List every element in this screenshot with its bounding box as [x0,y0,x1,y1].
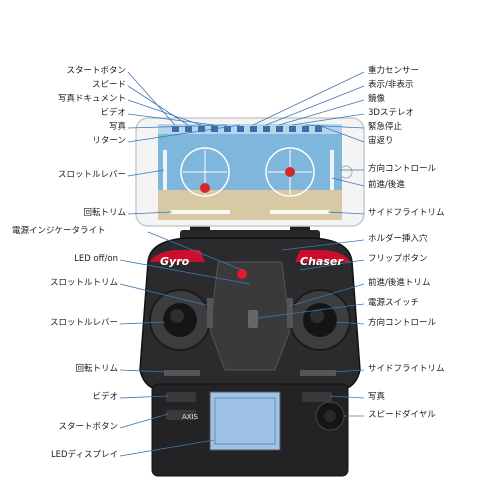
phone-home-button [339,165,353,179]
label-direction-control-bottom: 方向コントロール [368,318,437,328]
label-flip-button: フリップボタン [368,254,428,264]
label-show-hide: 表示/非表示 [368,80,414,90]
throttle-stick-cap [170,309,184,323]
label-photo-bottom: 写真 [368,392,386,402]
side-trim-slider[interactable] [300,370,336,376]
label-direction-control-top: 方向コントロール [368,164,437,174]
lcd-brand-text: AXIS [182,413,199,421]
return-icon[interactable] [237,126,244,132]
label-power-indicator-light: 電源インジケータライト [12,226,106,236]
stereo-3d-icon[interactable] [289,126,296,132]
label-led-display: LEDディスプレイ [50,450,118,460]
label-throttle-lever-bottom: スロットルレバー [49,318,118,328]
fb-trim-slider[interactable] [287,298,293,328]
label-stereo-3d: 3Dステレオ [368,108,414,118]
virtual-throttle-trim[interactable] [163,150,167,190]
red-accent-right [295,250,350,262]
power-led [237,269,247,279]
virtual-throttle-ring [180,147,230,197]
photo-doc-icon[interactable] [198,126,205,132]
virtual-throttle-knob[interactable] [200,183,210,193]
photo-icon[interactable] [224,126,231,132]
label-side-fly-trim-bottom: サイドフライトリム [368,364,445,374]
rotation-trim-slider[interactable] [164,370,200,376]
brand-left-text: Gyro [160,255,190,268]
start-icon[interactable] [172,126,179,132]
photo-button[interactable] [302,392,332,402]
label-speed: スピード [91,80,126,90]
virtual-rotation-trim[interactable] [170,210,230,214]
lcd-display [209,391,281,451]
label-throttle-lever-top: スロットルレバー [57,170,126,180]
label-start-button-top: スタートボタン [66,66,126,76]
label-rotation-trim-bottom: 回転トリム [75,364,118,374]
speed-icon[interactable] [185,126,192,132]
label-photo-document: 写真ドキュメント [57,94,126,104]
label-mirror: 鏡像 [368,94,386,104]
lcd-frame [214,397,276,445]
label-emergency-stop: 緊急停止 [368,122,403,132]
label-gravity-sensor: 重力センサー [368,66,420,76]
virtual-direction-knob[interactable] [285,167,295,177]
start-button[interactable] [166,410,196,420]
label-throttle-trim: スロットルトリム [49,278,118,288]
label-led-onoff: LED off/on [74,254,118,264]
show-hide-icon[interactable] [263,126,270,132]
label-return: リターン [92,136,126,146]
label-power-switch: 電源スイッチ [368,298,420,308]
label-video-top: ビデオ [100,108,126,118]
label-speed-dial: スピードダイヤル [368,410,436,420]
video-button[interactable] [166,392,196,402]
label-forward-backward-top: 前進/後進 [368,180,405,190]
label-video-bottom: ビデオ [92,392,118,402]
label-flip-top: 宙返り [368,136,394,146]
label-holder-slot: ホルダー挿入穴 [368,234,428,244]
power-switch[interactable] [248,310,258,328]
virtual-fb-trim[interactable] [330,150,334,190]
virtual-side-trim[interactable] [270,210,330,214]
direction-stick-cap [310,309,324,323]
throttle-trim-slider[interactable] [207,298,213,328]
speed-dial-center [324,410,336,422]
red-accent-left [150,250,205,262]
mirror-icon[interactable] [276,126,283,132]
label-start-button-bottom: スタートボタン [58,422,118,432]
virtual-direction-ring [265,147,315,197]
gravity-sensor-icon[interactable] [250,126,257,132]
screen-sand [158,190,342,220]
label-photo-top: 写真 [108,122,126,132]
label-side-fly-trim-top: サイドフライトリム [368,208,445,218]
brand-right-text: Chaser [300,255,343,268]
emergency-stop-icon[interactable] [302,126,309,132]
label-forward-backward-trim: 前進/後進トリム [368,278,431,288]
label-rotation-trim-top: 回転トリム [83,208,126,218]
flip-icon[interactable] [315,126,322,132]
